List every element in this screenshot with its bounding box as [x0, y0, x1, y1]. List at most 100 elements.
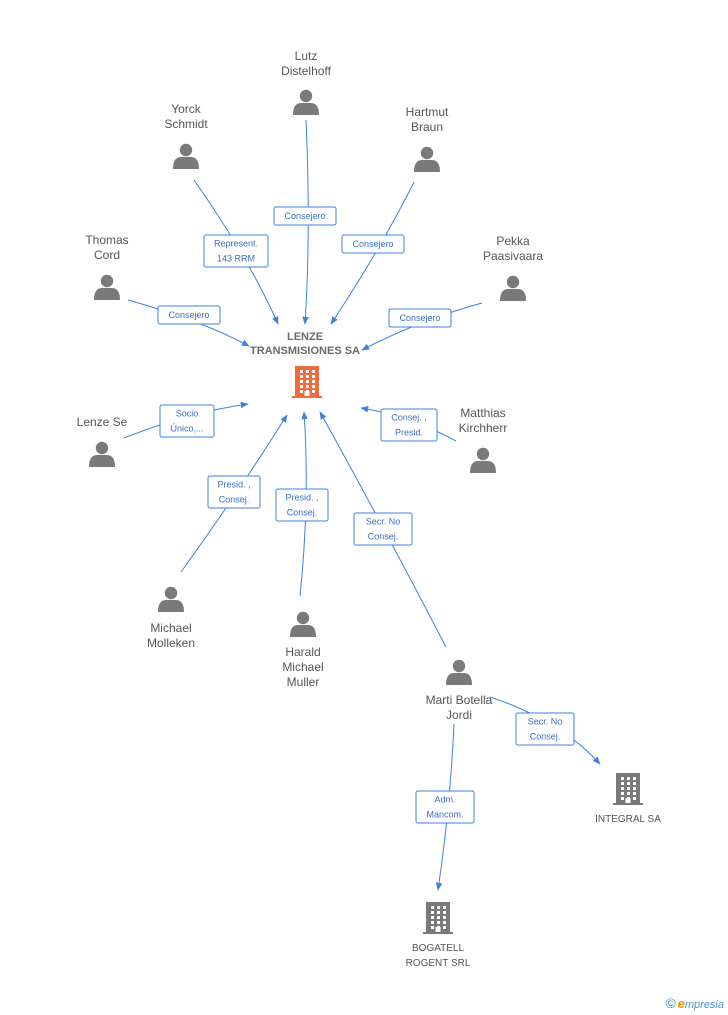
person-name-line: Lutz [295, 49, 318, 63]
edge-label-line: Presid. , [217, 480, 250, 490]
edge-lutz-center[interactable]: Consejero [273, 119, 337, 325]
brand-rest: mpresia [684, 999, 724, 1011]
edge-label-line: Consejero [399, 313, 440, 323]
person-name-line: Paasivaara [483, 249, 543, 263]
person-node-lenze_se[interactable]: Lenze Se [77, 415, 128, 467]
edge-label-line: Único,... [170, 424, 203, 434]
person-name-line: Harald [285, 645, 320, 659]
building-icon [423, 902, 453, 934]
edge-label-line: Consejero [284, 211, 325, 221]
edge-label: Consejero [399, 313, 440, 323]
edge-label: Adm. Mancom. [426, 795, 463, 820]
person-name-line: Michael [282, 660, 323, 674]
person-name-line: Cord [94, 248, 120, 262]
edge-pekka-center[interactable]: Consejero [361, 302, 483, 351]
edge-label-box[interactable] [380, 408, 438, 442]
person-name-line: Pekka [496, 234, 530, 248]
edge-matthias-center[interactable]: Consej. ,Presid. [360, 406, 457, 442]
edge-line [302, 119, 309, 325]
edge-label: Represent. 143 RRM [214, 239, 258, 264]
edge-label-line: Consejero [168, 310, 209, 320]
edge-label-line: Adm. [434, 795, 455, 805]
edge-label-box[interactable] [275, 488, 329, 522]
edge-label-line: Secr. No [366, 517, 401, 527]
edge-label-box[interactable] [203, 234, 269, 268]
edge-label-box[interactable] [415, 790, 475, 824]
edge-label: Consej. ,Presid. [391, 413, 427, 438]
edge-harald-center[interactable]: Presid. ,Consej. [275, 411, 329, 597]
edge-label-box[interactable] [388, 308, 452, 328]
edge-michael-center[interactable]: Presid. , Consej. [180, 414, 288, 573]
edge-label-box[interactable] [207, 475, 261, 509]
person-name-line: Yorck [171, 102, 202, 116]
edge-label-line: Consej. [219, 495, 250, 505]
person-icon [173, 143, 199, 169]
edge-label-box[interactable] [341, 234, 405, 254]
edge-label-box[interactable] [157, 305, 221, 325]
person-name-line: Schmidt [164, 117, 208, 131]
edge-hartmut-center[interactable]: Consejero [330, 181, 415, 325]
center-company-name-line: LENZE [287, 331, 323, 343]
person-name-line: Kirchherr [459, 421, 508, 435]
person-icon [293, 89, 319, 115]
center-company-name-line: TRANSMISIONES SA [250, 345, 360, 357]
company-name: INTEGRAL SA [595, 814, 661, 825]
person-name-line: Thomas [85, 233, 128, 247]
edge-marti-center[interactable]: Secr. No Consej. [319, 411, 447, 648]
company-node-integral[interactable]: INTEGRAL SA [595, 773, 661, 825]
edge-marti-bogatell[interactable]: Adm. Mancom. [415, 723, 475, 891]
edge-label-box[interactable] [273, 206, 337, 226]
person-icon [446, 659, 472, 685]
edge-label-line: Presid. , [285, 493, 318, 503]
edge-label-line: Socio [176, 409, 199, 419]
edge-label-line: Represent. [214, 239, 258, 249]
person-name-line: Michael [150, 621, 191, 635]
edge-label-line: Consejero [352, 239, 393, 249]
edge-label-line: Presid. [395, 428, 423, 438]
person-name-line: Molleken [147, 636, 195, 650]
person-name: Lenze Se [77, 415, 128, 429]
person-name-line: Marti Botella [426, 693, 493, 707]
brand-e: e [677, 996, 685, 1011]
edge-yorck-center[interactable]: Represent. 143 RRM [193, 179, 279, 325]
edge-thomas-center[interactable]: Consejero [127, 299, 250, 347]
person-name-line: Distelhoff [281, 64, 331, 78]
edge-label-line: 143 RRM [217, 254, 255, 264]
person-icon [500, 275, 526, 301]
edge-label: Secr. No Consej. [366, 517, 401, 542]
edge-label-box[interactable] [353, 512, 413, 546]
center-company-node[interactable]: LENZE TRANSMISIONES SA [250, 331, 360, 398]
edge-label-box[interactable] [159, 404, 215, 438]
person-name-line: Braun [411, 120, 443, 134]
edge-label: Presid. ,Consej. [285, 493, 318, 518]
person-icon [470, 447, 496, 473]
edge-label-box[interactable] [515, 712, 575, 746]
edge-label: Consejero [168, 310, 209, 320]
edge-label-line: Consej. [368, 532, 399, 542]
building-icon [292, 366, 322, 398]
edge-label-line: Mancom. [426, 810, 463, 820]
